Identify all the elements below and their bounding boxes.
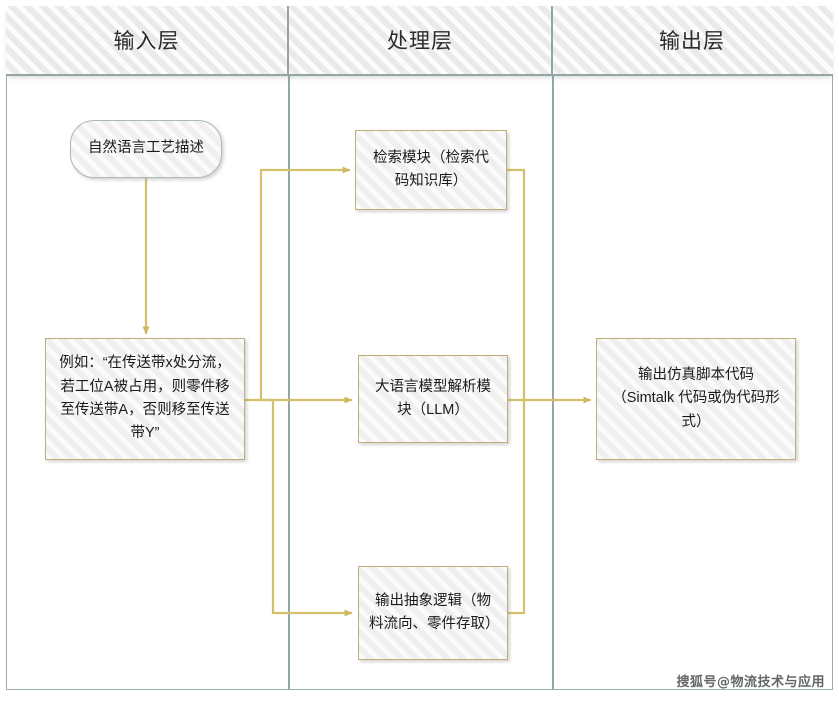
node-natural-language-description[interactable]: 自然语言工艺描述 xyxy=(70,120,222,178)
node-retrieval-module[interactable]: 检索模块（检索代码知识库） xyxy=(355,130,507,210)
node-abstract-logic-output[interactable]: 输出抽象逻辑（物料流向、零件存取） xyxy=(358,566,508,660)
lane-label-processing: 处理层 xyxy=(387,30,453,53)
lane-header-input: 输入层 xyxy=(6,6,289,74)
watermark: 搜狐号@物流技术与应用 xyxy=(676,675,825,690)
node-retrieve-label: 检索模块（检索代码知识库） xyxy=(373,149,489,189)
lane-divider-processing-output xyxy=(552,76,554,689)
swimlane-header-row: 输入层 处理层 输出层 xyxy=(6,6,833,76)
node-example-label: 例如：“在传送带x处分流，若工位A被占用，则零件移至传送带A，否则移至传送带Y” xyxy=(59,355,231,442)
node-logic-label: 输出抽象逻辑（物料流向、零件存取） xyxy=(369,592,500,632)
node-example-description[interactable]: 例如：“在传送带x处分流，若工位A被占用，则零件移至传送带A，否则移至传送带Y” xyxy=(45,338,245,460)
lane-divider-input-processing xyxy=(288,76,290,689)
lane-label-input: 输入层 xyxy=(113,30,180,53)
node-start-label: 自然语言工艺描述 xyxy=(88,140,204,157)
node-llm-label: 大语言模型解析模块（LLM） xyxy=(375,378,491,418)
node-llm-parsing-module[interactable]: 大语言模型解析模块（LLM） xyxy=(358,355,508,443)
lane-header-output: 输出层 xyxy=(553,6,831,74)
lane-header-processing: 处理层 xyxy=(289,6,553,74)
node-output-label: 输出仿真脚本代码（Simtalk 代码或伪代码形式） xyxy=(612,366,780,430)
node-simulation-script-output[interactable]: 输出仿真脚本代码（Simtalk 代码或伪代码形式） xyxy=(596,338,796,460)
lane-label-output: 输出层 xyxy=(659,30,725,53)
